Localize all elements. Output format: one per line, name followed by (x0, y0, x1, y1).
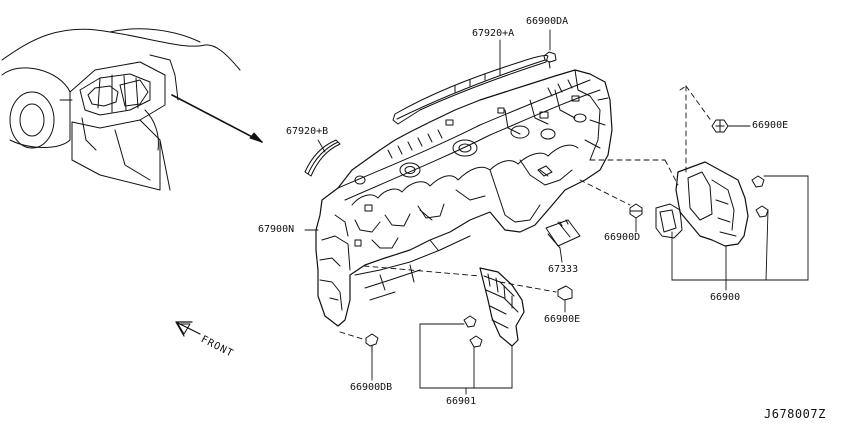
view-arrow (172, 95, 262, 142)
label-66900d: 66900D (604, 232, 641, 243)
clip-66901-b (470, 336, 482, 347)
label-66900e-bottom: 66900E (544, 314, 581, 325)
clip-66900db (366, 334, 378, 352)
label-67920b: 67920+B (286, 126, 329, 137)
label-67900n: 67900N (258, 224, 295, 235)
label-66900db: 66900DB (350, 382, 393, 393)
insulator-strip-67920a (393, 55, 548, 124)
dash-insulator-67900n (316, 70, 612, 326)
pad-67333 (546, 220, 580, 248)
clip-66900-a (752, 176, 764, 187)
insulator-strip-67920b (305, 140, 340, 176)
clip-66900d (630, 204, 642, 218)
vehicle-thumbnail (2, 29, 240, 190)
insulator-66900 (656, 162, 748, 246)
label-67333: 67333 (548, 264, 579, 275)
clip-66900da (544, 52, 556, 68)
label-66900e-top: 66900E (752, 120, 789, 131)
front-arrow-icon (176, 322, 200, 336)
leader-lines (305, 30, 808, 394)
reference-code: J678007Z (764, 407, 826, 421)
label-66900da: 66900DA (526, 16, 569, 27)
clip-66900e-bottom (558, 286, 572, 300)
clip-66901-a (464, 316, 476, 327)
clip-66900e-top (712, 120, 728, 132)
label-66900: 66900 (710, 292, 741, 303)
alignment-dashes (340, 86, 712, 340)
label-67920a: 67920+A (472, 28, 515, 39)
clip-66900-b (756, 206, 768, 217)
insulator-66901 (480, 268, 524, 346)
label-66901: 66901 (446, 396, 477, 407)
